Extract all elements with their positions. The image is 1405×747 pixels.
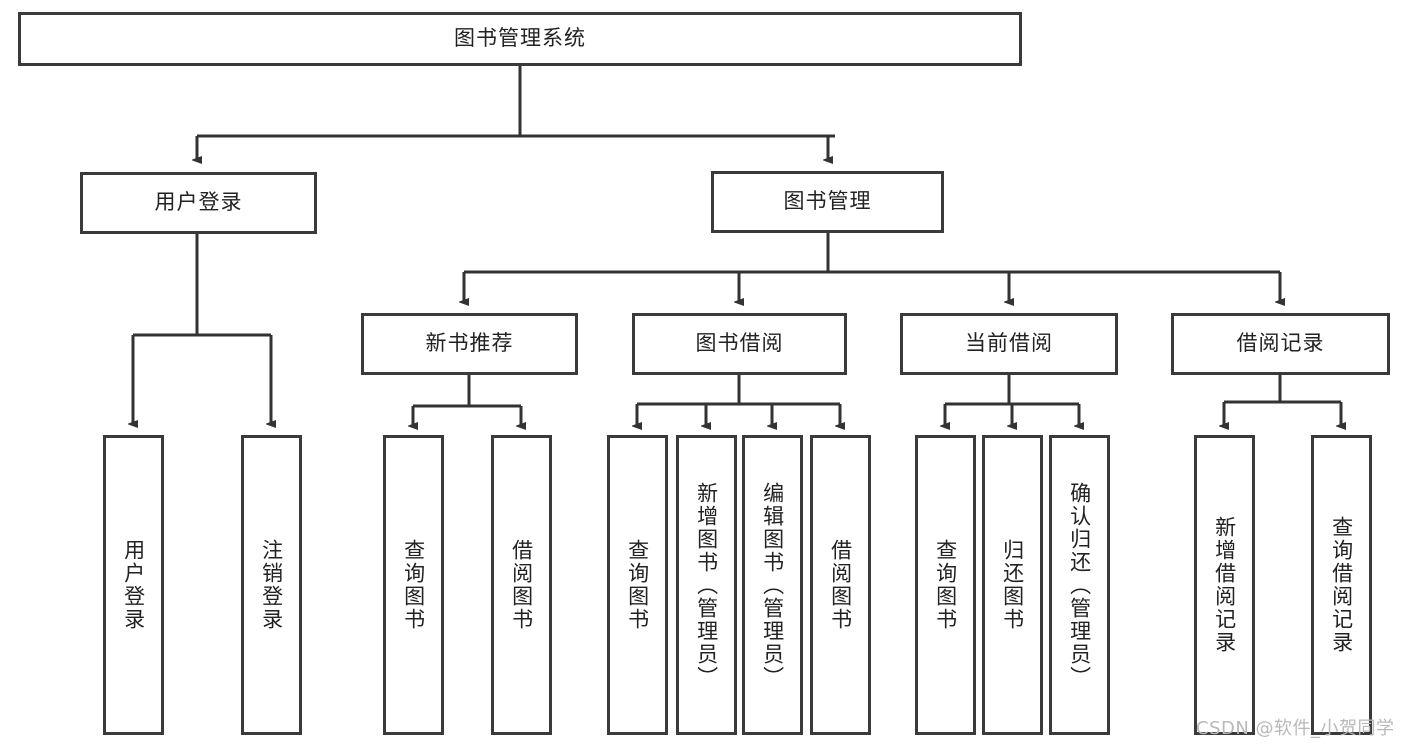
leaf-current-confirm-return-admin[interactable]: 确认归还（管理员） — [1049, 435, 1110, 735]
leaf-borrow-borrow-book[interactable]: 借阅图书 — [810, 435, 871, 735]
node-label: 确认归还（管理员） — [1067, 481, 1092, 689]
node-label: 图书管理 — [783, 189, 872, 214]
node-user-login[interactable]: 用户登录 — [80, 172, 317, 234]
leaf-current-return-book[interactable]: 归还图书 — [982, 435, 1043, 735]
leaf-borrow-edit-book-admin[interactable]: 编辑图书（管理员） — [742, 435, 803, 735]
node-label: 查询图书 — [401, 539, 426, 631]
leaf-recommend-query-book[interactable]: 查询图书 — [383, 435, 444, 735]
node-label: 借阅图书 — [509, 539, 534, 631]
node-label: 查询借阅记录 — [1329, 516, 1354, 654]
node-label: 图书管理系统 — [454, 26, 586, 51]
csdn-watermark: CSDN @软件_小贺同学 — [1196, 718, 1395, 739]
leaf-recommend-borrow-book[interactable]: 借阅图书 — [491, 435, 552, 735]
node-label: 查询图书 — [933, 539, 958, 631]
leaf-user-login-signin[interactable]: 用户登录 — [103, 435, 164, 735]
leaf-borrow-add-book-admin[interactable]: 新增图书（管理员） — [676, 435, 737, 735]
node-label: 用户登录 — [121, 539, 146, 631]
node-new-book-recommend[interactable]: 新书推荐 — [361, 313, 578, 375]
node-label: 借阅记录 — [1236, 331, 1325, 356]
node-label: 借阅图书 — [828, 539, 853, 631]
node-borrow-record[interactable]: 借阅记录 — [1171, 313, 1390, 375]
leaf-record-query-record[interactable]: 查询借阅记录 — [1311, 435, 1372, 735]
node-label: 编辑图书（管理员） — [760, 481, 785, 689]
node-label: 查询图书 — [625, 539, 650, 631]
node-label: 当前借阅 — [965, 331, 1053, 356]
node-current-borrow[interactable]: 当前借阅 — [900, 313, 1118, 375]
node-label: 图书借阅 — [695, 331, 784, 356]
node-label: 新增借阅记录 — [1212, 516, 1237, 654]
node-label: 新增图书（管理员） — [694, 481, 719, 689]
node-book-management[interactable]: 图书管理 — [711, 171, 944, 233]
leaf-current-query-book[interactable]: 查询图书 — [915, 435, 976, 735]
node-label: 新书推荐 — [425, 331, 514, 356]
node-book-borrow[interactable]: 图书借阅 — [632, 313, 847, 375]
leaf-user-login-signout[interactable]: 注销登录 — [241, 435, 302, 735]
node-label: 归还图书 — [1000, 539, 1025, 631]
node-label: 用户登录 — [154, 190, 243, 215]
leaf-borrow-query-book[interactable]: 查询图书 — [607, 435, 668, 735]
node-root-system[interactable]: 图书管理系统 — [18, 12, 1022, 66]
node-label: 注销登录 — [259, 539, 284, 631]
leaf-record-add-record[interactable]: 新增借阅记录 — [1194, 435, 1255, 735]
